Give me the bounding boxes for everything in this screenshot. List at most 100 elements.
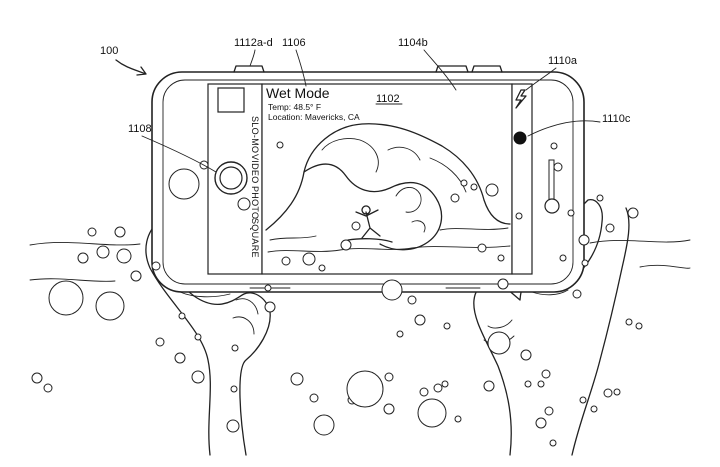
water-bubble	[43, 383, 53, 393]
water-bubble	[340, 239, 352, 251]
water-bubble	[96, 245, 110, 259]
water-bubble	[443, 322, 451, 330]
water-bubble	[264, 284, 272, 292]
water-bubble	[497, 278, 509, 290]
water-bubble	[470, 183, 478, 191]
top-button-right-b[interactable]	[471, 65, 503, 73]
water-bubble	[590, 405, 598, 413]
screen-right-strip	[511, 83, 533, 275]
water-bubble	[384, 372, 394, 382]
ref-1112a-d: 1112a-d	[234, 37, 273, 49]
thumbnail-square[interactable]	[217, 87, 245, 113]
ref-1110a: 1110a	[548, 55, 578, 67]
record-button[interactable]	[513, 131, 527, 145]
water-bubble	[281, 256, 291, 266]
top-button-right-a[interactable]	[435, 65, 469, 73]
water-bubble	[603, 388, 613, 398]
water-bubble	[417, 398, 447, 428]
zoom-slider-knob[interactable]	[544, 198, 560, 214]
water-bubble	[130, 270, 142, 282]
water-bubble	[497, 254, 505, 262]
water-bubble	[625, 318, 633, 326]
flash-icon[interactable]	[515, 89, 527, 109]
water-bubble	[579, 396, 587, 404]
water-bubble	[48, 280, 84, 316]
temperature-readout: Temp: 48.5° F	[268, 102, 321, 112]
water-bubble	[559, 254, 567, 262]
water-bubble	[31, 372, 43, 384]
top-button-left[interactable]	[233, 65, 265, 73]
water-bubble	[460, 179, 468, 187]
mode-label-video[interactable]: VIDEO	[250, 154, 260, 184]
ref-1108-leader	[141, 135, 217, 173]
water-bubble	[194, 333, 202, 341]
water-bubble	[485, 183, 499, 197]
water-bubble	[178, 312, 186, 320]
water-bubble	[550, 142, 558, 150]
water-bubble	[396, 330, 404, 338]
ref-100: 100	[100, 45, 118, 57]
preview-frame	[261, 83, 513, 275]
water-bubble	[535, 417, 547, 429]
water-bubble	[515, 212, 523, 220]
bubble-layer	[31, 141, 643, 447]
water-bubble	[450, 193, 460, 203]
water-bubble	[230, 385, 238, 393]
shutter-button[interactable]	[214, 161, 248, 195]
water-surface-line	[29, 239, 691, 282]
water-bubble	[578, 234, 590, 246]
water-bubble	[419, 387, 429, 397]
water-bubble	[477, 243, 487, 253]
ref-1106: 1106	[282, 37, 306, 49]
ref-1104b: 1104b	[398, 37, 428, 49]
water-bubble	[627, 207, 639, 219]
ref-1110a-leader	[525, 67, 557, 91]
surfer	[355, 205, 381, 239]
water-bubble	[483, 380, 495, 392]
water-bubble	[487, 331, 511, 355]
mode-title: Wet Mode	[266, 85, 330, 101]
phone-bezel	[162, 79, 574, 285]
water-bubble	[596, 194, 604, 202]
water-bubble	[414, 314, 426, 326]
water-bubble	[549, 439, 557, 447]
reference-callouts: 100 1112a-d 1106 1104b 1110a 1108 1110c …	[100, 37, 631, 173]
water-bubble	[524, 380, 532, 388]
water-bubble	[383, 403, 395, 415]
ref-1110c: 1110c	[602, 113, 631, 125]
water-bubble	[381, 279, 403, 301]
water-bubble	[605, 223, 615, 233]
water-bubble	[231, 344, 239, 352]
water-bubble	[407, 295, 417, 305]
water-bubble	[264, 301, 276, 313]
water-bubble	[191, 370, 205, 384]
water-bubble	[116, 248, 132, 264]
water-bubble	[541, 369, 551, 379]
ref-1106-leader	[295, 49, 307, 87]
mode-list: SLO-MO VIDEO PHOTO SQUARE	[250, 116, 260, 258]
wave-illustration	[265, 123, 511, 253]
mode-label-photo[interactable]: PHOTO	[250, 186, 260, 219]
water-bubble	[346, 370, 384, 408]
water-bubble	[318, 264, 326, 272]
water-bubble	[290, 372, 304, 386]
water-bubble	[567, 209, 575, 217]
ref-100-arrow	[115, 59, 147, 76]
mode-label-square[interactable]: SQUARE	[250, 218, 260, 258]
ref-1108: 1108	[128, 123, 152, 135]
water-bubble	[581, 259, 589, 267]
water-bubble	[276, 141, 284, 149]
ref-1102: 1102	[376, 93, 400, 105]
water-bubble	[544, 406, 554, 416]
water-bubble	[151, 261, 161, 271]
water-bubble	[441, 380, 449, 388]
water-bubble	[613, 388, 621, 396]
water-bubble	[237, 197, 251, 211]
water-bubble	[77, 252, 89, 264]
water-bubble	[433, 383, 443, 393]
zoom-slider[interactable]	[544, 159, 560, 214]
water-bubble	[454, 415, 462, 423]
ref-1112a-d-leader	[249, 49, 256, 67]
mode-label-slo-mo[interactable]: SLO-MO	[250, 116, 260, 153]
